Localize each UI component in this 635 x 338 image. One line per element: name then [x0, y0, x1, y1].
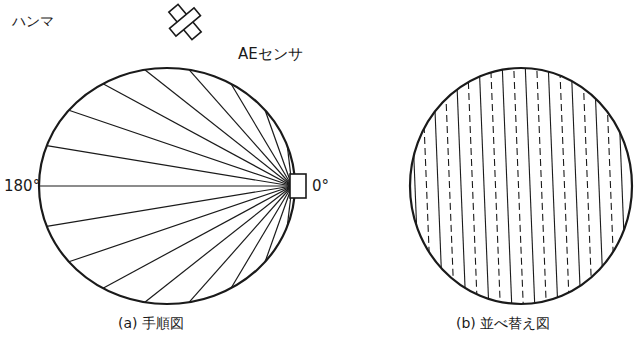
specimen-outline-a [39, 68, 295, 304]
path-line [47, 146, 292, 186]
path-line [514, 60, 524, 312]
path-line [145, 70, 292, 186]
path-line [145, 186, 292, 302]
path-line [39, 185, 292, 186]
path-line [410, 60, 420, 312]
sensor-label: AEセンサ [238, 46, 303, 63]
caption-a: (a) 手順図 [118, 316, 184, 331]
path-line [548, 60, 558, 312]
measurement-paths [39, 70, 292, 302]
path-line [103, 186, 292, 288]
path-line [617, 60, 627, 312]
hammer-label: ハンマ [12, 14, 54, 29]
angle-label: 180° [4, 178, 40, 195]
angle-label: 0° [312, 178, 329, 195]
rearranged-paths [410, 60, 635, 312]
path-line [433, 60, 443, 312]
caption-b: (b) 並べ替え図 [456, 316, 550, 331]
path-line [422, 60, 432, 312]
hammer-icon [161, 0, 209, 46]
path-line [502, 60, 512, 312]
path-line [69, 110, 292, 186]
specimen-outline-b [410, 68, 632, 304]
path-line [491, 60, 501, 312]
path-line [606, 60, 616, 312]
path-line [189, 186, 292, 302]
path-line [479, 60, 489, 312]
path-line [525, 60, 535, 312]
path-line [537, 60, 547, 312]
ae-sensor [290, 174, 306, 198]
path-line [571, 60, 581, 312]
path-line [468, 60, 478, 312]
path-line [583, 60, 593, 312]
path-line [560, 60, 570, 312]
path-line [456, 60, 466, 312]
